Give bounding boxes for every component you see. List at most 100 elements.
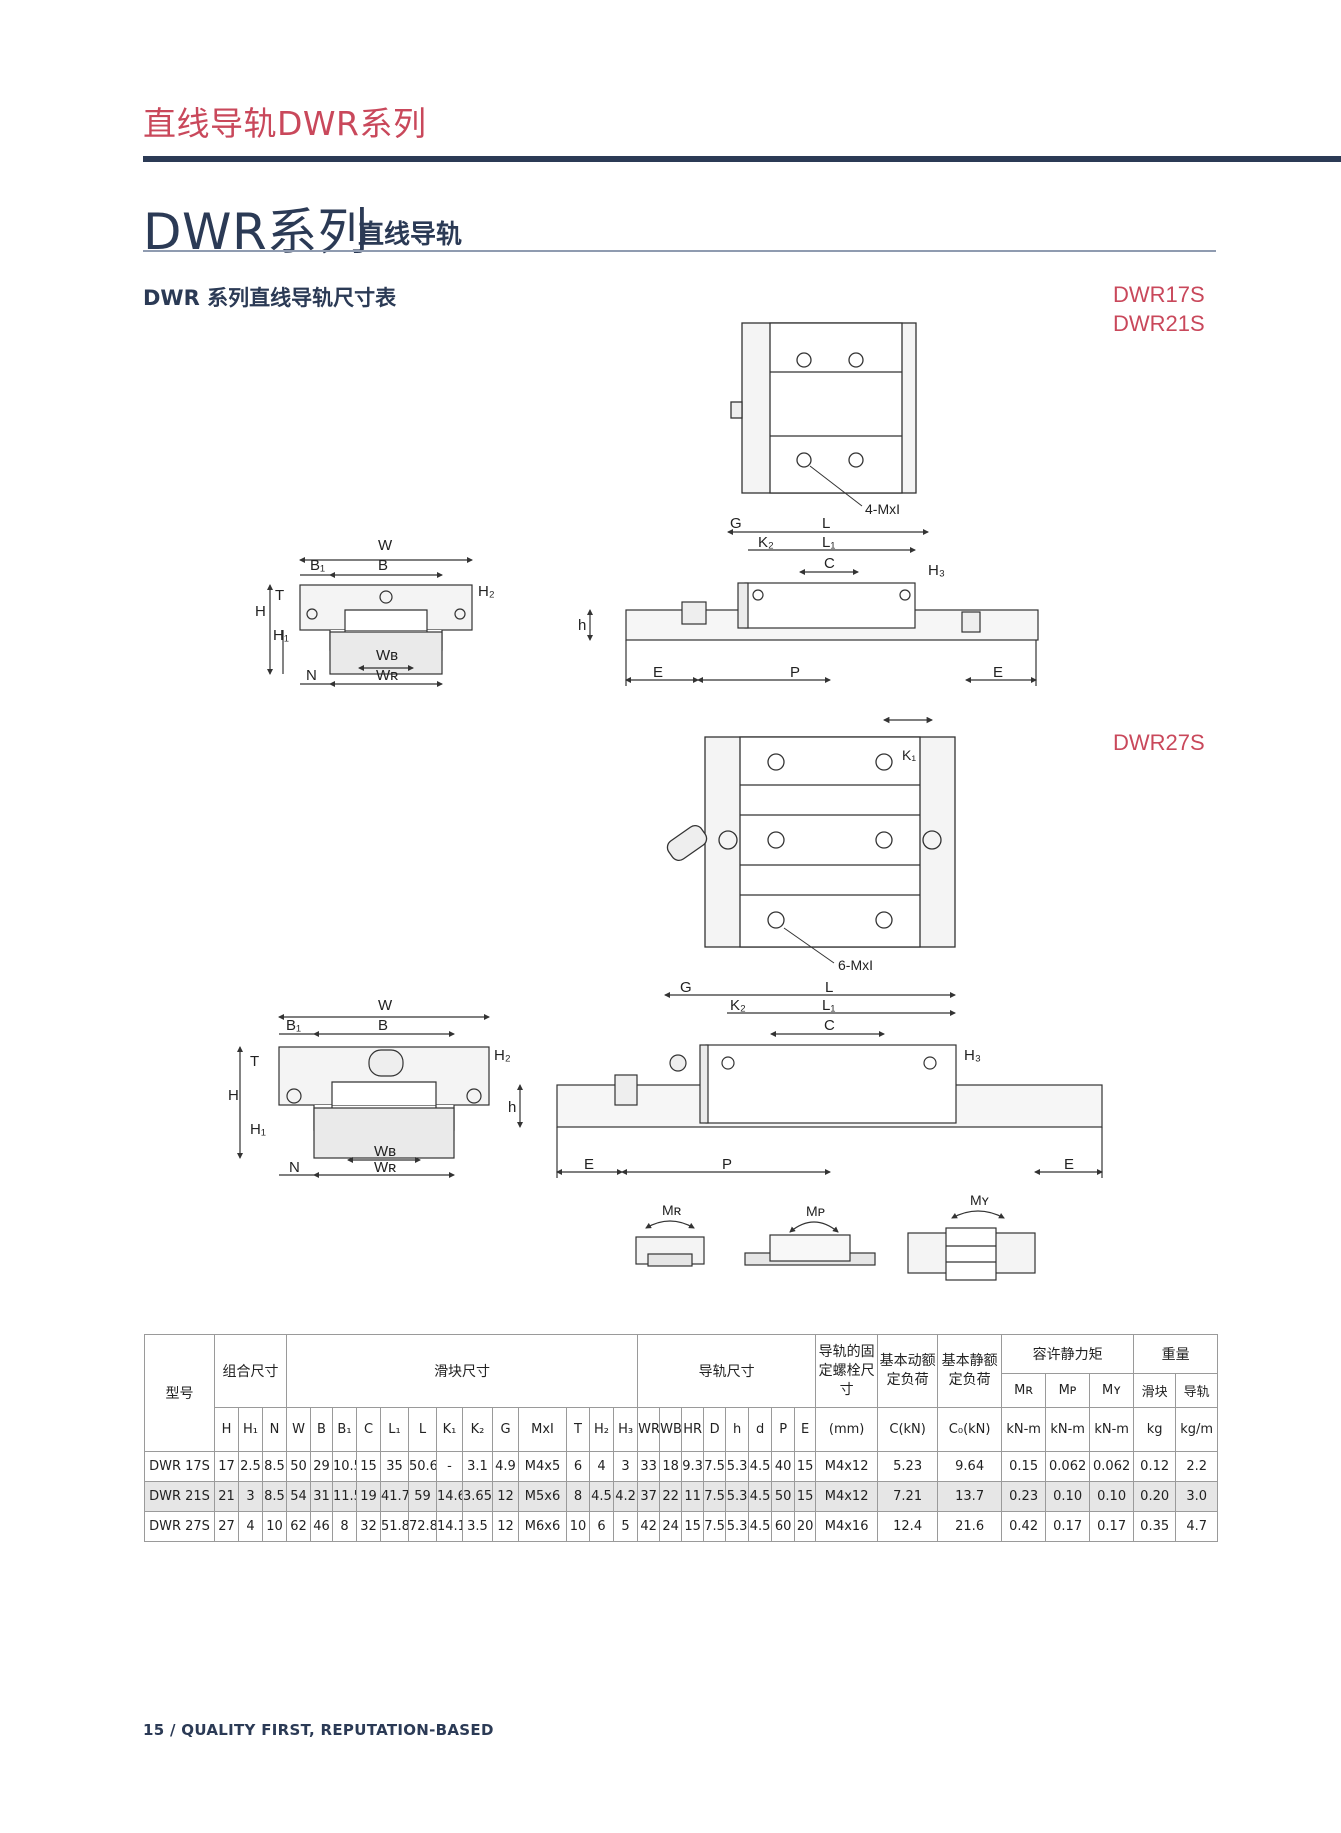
table-cell: 13.7: [937, 1481, 1003, 1512]
svg-text:K₂: K₂: [730, 997, 746, 1014]
row-model: DWR 27S: [144, 1511, 215, 1542]
end-view-labels-2: W B₁ B H T H₁ H₂ Wʙ N Wʀ: [228, 997, 511, 1176]
series-subtitle: 直线导轨: [358, 220, 463, 250]
table-cell: 22: [659, 1481, 683, 1512]
col-header: T: [566, 1407, 590, 1452]
table-cell: 72.8: [408, 1511, 437, 1542]
th-block: 滑块尺寸: [285, 1334, 639, 1408]
table-cell: 51.8: [380, 1511, 409, 1542]
col-header: B₁: [332, 1407, 357, 1452]
table-cell: M6x6: [518, 1511, 567, 1542]
col-header: H: [214, 1407, 239, 1452]
table-cell: 15: [794, 1481, 817, 1512]
moment-icon-my: [907, 1210, 1036, 1281]
table-cell: 14.15: [436, 1511, 463, 1542]
col-header: kg/m: [1175, 1407, 1219, 1452]
table-cell: 5: [612, 1511, 639, 1542]
col-header: K₂: [462, 1407, 493, 1452]
table-cell: 9.3: [681, 1451, 705, 1482]
svg-text:H: H: [255, 603, 266, 620]
footer-slogan: / QUALITY FIRST, REPUTATION-BASED: [164, 1721, 494, 1739]
col-header: kN-m: [1001, 1407, 1047, 1452]
col-header: d: [748, 1407, 773, 1452]
table-cell: M4x5: [518, 1451, 567, 1482]
table-cell: 0.42: [1001, 1511, 1047, 1542]
page-footer: 15 / QUALITY FIRST, REPUTATION-BASED: [143, 1721, 494, 1739]
table-cell: 27: [214, 1511, 239, 1542]
side-view-labels-2: G L K₂ L₁ C H₃ h E P E: [508, 979, 1074, 1173]
th-block-weight: 滑块: [1133, 1373, 1177, 1408]
svg-text:Wʀ: Wʀ: [374, 1159, 396, 1176]
table-cell: 15: [356, 1451, 381, 1482]
top-view-17s-21s: [730, 322, 917, 507]
col-header: H₂: [589, 1407, 614, 1452]
svg-text:h: h: [578, 617, 586, 634]
end-view-labels-1: W B₁ B H T H₁ H₂ Wʙ N Wʀ: [255, 537, 495, 684]
side-view-27s: [517, 992, 1103, 1178]
th-weight: 重量: [1133, 1334, 1219, 1374]
spec-table: 型号 组合尺寸 滑块尺寸 导轨尺寸 导轨的固定螺栓尺寸 基本动额定负荷 基本静额…: [144, 1334, 1219, 1542]
svg-text:E: E: [993, 664, 1003, 681]
table-cell: 37: [637, 1481, 661, 1512]
table-cell: 3: [238, 1481, 263, 1512]
col-header: N: [262, 1407, 287, 1452]
table-row: DWR 27S27410624683251.872.814.153.512M6x…: [144, 1511, 1219, 1542]
table-cell: -: [436, 1451, 463, 1482]
col-header: G: [492, 1407, 519, 1452]
table-cell: 0.10: [1045, 1481, 1091, 1512]
svg-text:E: E: [1064, 1156, 1074, 1173]
svg-text:L: L: [822, 515, 830, 532]
svg-text:C: C: [824, 1017, 835, 1034]
table-cell: 8: [332, 1511, 357, 1542]
table-cell: 6: [589, 1511, 614, 1542]
side-view-labels-1: G L K₂ L₁ C H₃ h E P E: [578, 515, 1003, 681]
table-cell: 5.23: [877, 1451, 939, 1482]
svg-text:Wʙ: Wʙ: [376, 647, 398, 664]
table-cell: 8.5: [262, 1481, 287, 1512]
svg-text:B: B: [378, 557, 388, 574]
mp-label: Mᴘ: [806, 1203, 825, 1219]
table-cell: 0.062: [1089, 1451, 1135, 1482]
table-cell: 9.64: [937, 1451, 1003, 1482]
table-row: DWR 21S2138.5543111.51941.75914.683.6512…: [144, 1481, 1219, 1512]
table-cell: 12: [492, 1481, 519, 1512]
table-cell: 3.5: [462, 1511, 493, 1542]
col-header: W: [286, 1407, 311, 1452]
col-header: MxI: [518, 1407, 567, 1452]
side-view-17s-21s: [587, 529, 1039, 686]
svg-text:H₁: H₁: [250, 1121, 266, 1138]
header-rule: [143, 156, 1341, 162]
svg-text:N: N: [289, 1159, 300, 1176]
table-cell: 6: [566, 1451, 590, 1482]
th-mp: Mᴘ: [1045, 1373, 1091, 1408]
table-cell: 7.5: [703, 1481, 727, 1512]
col-header: WB: [659, 1407, 683, 1452]
table-cell: 7.5: [703, 1511, 727, 1542]
svg-text:L: L: [825, 979, 833, 996]
page-number: 15: [143, 1721, 165, 1739]
col-header: L₁: [380, 1407, 409, 1452]
table-cell: 8: [566, 1481, 590, 1512]
svg-text:H: H: [228, 1087, 239, 1104]
svg-text:L₁: L₁: [822, 997, 835, 1014]
table-cell: 21.6: [937, 1511, 1003, 1542]
th-dynamic-load: 基本动额定负荷: [877, 1334, 939, 1408]
th-static-load: 基本静额定负荷: [937, 1334, 1003, 1408]
table-cell: 0.15: [1001, 1451, 1047, 1482]
table-cell: 35: [380, 1451, 409, 1482]
table-cell: 0.20: [1133, 1481, 1177, 1512]
table-cell: 46: [310, 1511, 333, 1542]
table-cell: 59: [408, 1481, 437, 1512]
svg-text:B₁: B₁: [286, 1017, 301, 1034]
col-header: E: [794, 1407, 817, 1452]
table-cell: 0.35: [1133, 1511, 1177, 1542]
row-model: DWR 17S: [144, 1451, 215, 1482]
table-cell: 21: [214, 1481, 239, 1512]
table-cell: 5.3: [725, 1511, 750, 1542]
table-row: DWR 17S172.58.5502910.5153550.6-3.14.9M4…: [144, 1451, 1219, 1482]
col-header: kN-m: [1089, 1407, 1135, 1452]
table-cell: 4.5: [589, 1481, 614, 1512]
svg-text:Wʙ: Wʙ: [374, 1143, 396, 1160]
table-cell: 24: [659, 1511, 683, 1542]
bolt-label-4: 4-MxI: [865, 501, 900, 517]
